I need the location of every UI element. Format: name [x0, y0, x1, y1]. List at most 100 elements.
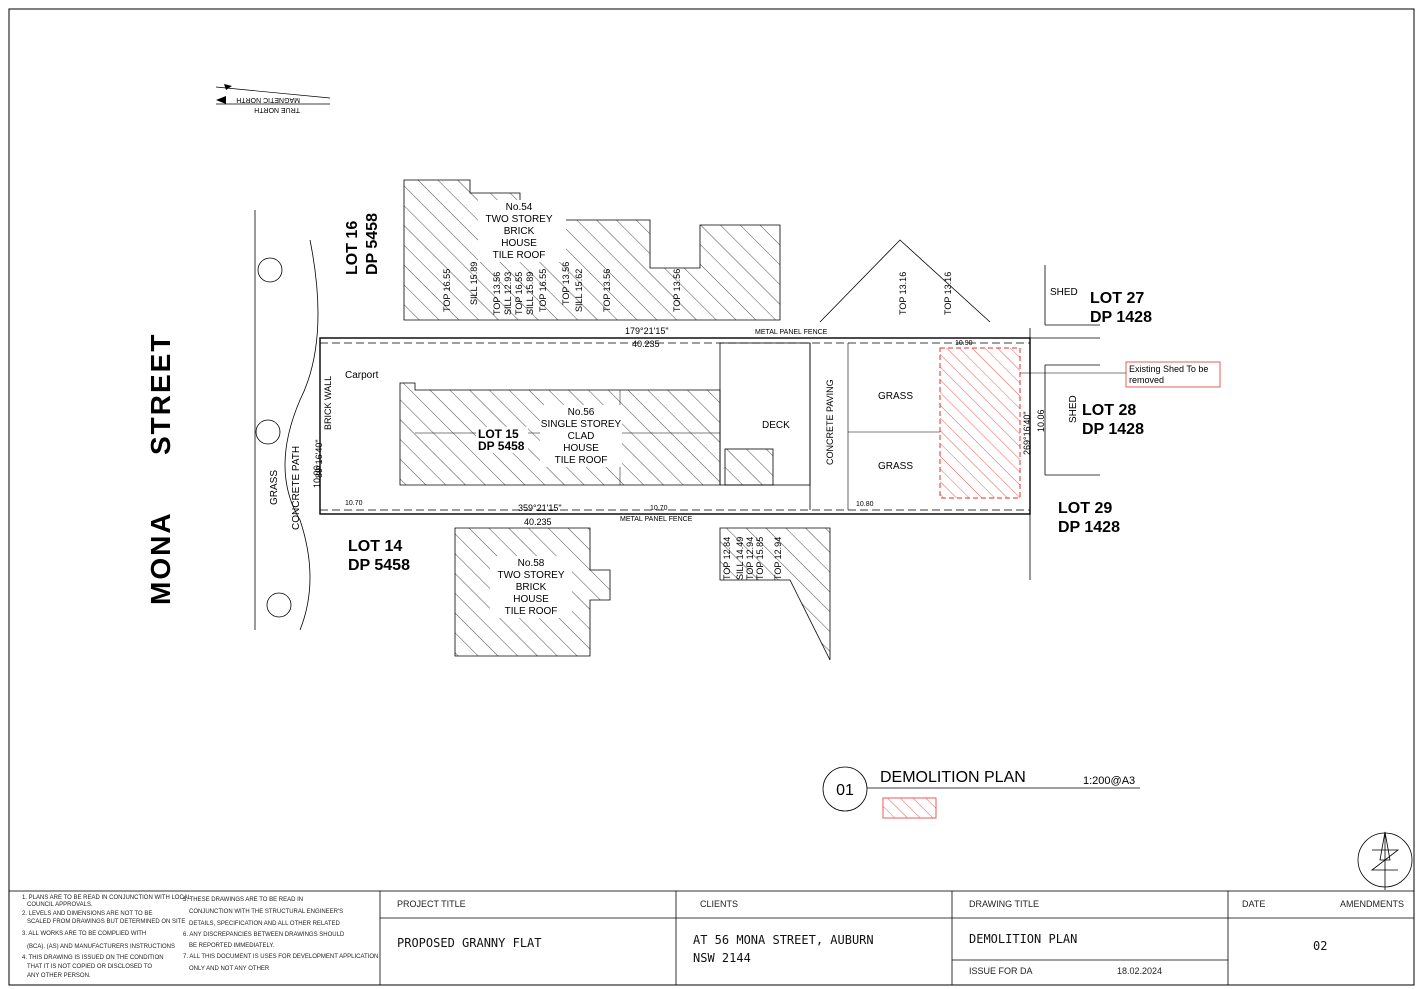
rear-neighbour-outline	[819, 239, 1100, 326]
svg-text:DP 1428: DP 1428	[1058, 519, 1120, 536]
grass-front-label: GRASS	[269, 470, 280, 505]
fence-bottom-label: METAL PANEL FENCE	[620, 516, 693, 523]
demolition-swatch	[882, 797, 937, 819]
deck-label: DECK	[762, 420, 790, 431]
brick-wall-label: BRICK WALL	[323, 376, 333, 430]
svg-text:TOP 15.85: TOP 15.85	[755, 537, 765, 580]
svg-text:TOP 13.56: TOP 13.56	[492, 272, 502, 315]
amendment-number: 02	[1313, 939, 1327, 953]
svg-text:DP 1428: DP 1428	[1082, 421, 1144, 438]
svg-text:DP 5458: DP 5458	[478, 439, 525, 453]
svg-text:TOP 12.84: TOP 12.84	[722, 537, 732, 580]
carport-label: Carport	[345, 370, 379, 381]
lot-28-label: LOT 28 DP 1428	[1082, 402, 1144, 438]
north-arrow-icon: MAGNETIC NORTH TRUE NORTH	[215, 84, 331, 113]
length-bottom: 40.235	[524, 517, 552, 527]
svg-text:LOT 15: LOT 15	[478, 427, 519, 441]
svg-text:No.54: No.54	[506, 202, 533, 213]
offset-4: 10.70	[345, 500, 363, 507]
svg-text:HOUSE: HOUSE	[563, 443, 599, 454]
grass-label-2: GRASS	[878, 461, 913, 472]
svg-text:TOP 16.55: TOP 16.55	[514, 272, 524, 315]
client-line-2: NSW 2144	[693, 951, 751, 965]
svg-text:ONLY AND NOT ANY OTHER: ONLY AND NOT ANY OTHER	[189, 966, 270, 972]
concrete-paving-label: CONCRETE PAVING	[825, 379, 835, 465]
bearing-bottom: 359°21'15"	[518, 503, 562, 513]
svg-text:1. PLANS ARE TO BE READ IN CON: 1. PLANS ARE TO BE READ IN CONJUNCTION W…	[22, 895, 192, 901]
magnetic-north-label: MAGNETIC NORTH	[236, 96, 300, 103]
svg-text:TILE ROOF: TILE ROOF	[505, 606, 558, 617]
svg-text:HOUSE: HOUSE	[501, 238, 537, 249]
true-north-label: TRUE NORTH	[254, 106, 300, 113]
sheet-border	[8, 8, 1415, 986]
clients-label: CLIENTS	[700, 899, 738, 909]
svg-text:6. ANY DISCREPANCIES BETWEEN D: 6. ANY DISCREPANCIES BETWEEN DRAWINGS SH…	[183, 932, 345, 938]
svg-text:(BCA). (AS) AND MANUFACTURERS: (BCA). (AS) AND MANUFACTURERS INSTRUCTIO…	[27, 944, 175, 950]
svg-text:DP 5458: DP 5458	[348, 557, 410, 574]
drawing-number: 01	[836, 782, 854, 799]
svg-text:DP 5458: DP 5458	[364, 213, 381, 275]
svg-text:SILL 15.89: SILL 15.89	[525, 272, 535, 315]
issue-date: 18.02.2024	[1117, 966, 1162, 976]
street-name-bottom: MONA	[145, 511, 176, 605]
house-58-label: No.58 TWO STOREY BRICK HOUSE TILE ROOF	[490, 556, 572, 618]
rear-width: 10.06	[1036, 409, 1046, 432]
street-frontage	[254, 210, 319, 631]
length-top: 40.235	[632, 339, 660, 349]
shed-label-side: SHED	[1068, 395, 1079, 423]
house-54-outline	[403, 179, 781, 321]
svg-text:2. LEVELS AND DIMENSIONS ARE N: 2. LEVELS AND DIMENSIONS ARE NOT TO BE	[22, 911, 152, 917]
grass-label-1: GRASS	[878, 391, 913, 402]
shed-label-top: SHED	[1050, 287, 1078, 298]
issue-label: ISSUE FOR DA	[969, 966, 1033, 976]
svg-text:LOT 27: LOT 27	[1090, 290, 1144, 307]
svg-text:BRICK: BRICK	[504, 226, 535, 237]
lot-14-label: LOT 14 DP 5458	[348, 538, 410, 574]
deck-outline	[719, 342, 811, 486]
svg-text:TILE ROOF: TILE ROOF	[493, 250, 546, 261]
general-notes: 1. PLANS ARE TO BE READ IN CONJUNCTION W…	[22, 895, 378, 979]
drawing-title: DEMOLITION PLAN	[969, 932, 1077, 946]
svg-text:TOP 16.55: TOP 16.55	[442, 269, 452, 312]
drawing-number-bubble	[822, 766, 868, 812]
drawing-title-label: DRAWING TITLE	[969, 899, 1039, 909]
svg-text:CONJUNCTION WITH THE STRUCTURA: CONJUNCTION WITH THE STRUCTURAL ENGINEER…	[189, 909, 343, 915]
svg-text:HOUSE: HOUSE	[513, 594, 549, 605]
svg-text:TWO STOREY: TWO STOREY	[485, 214, 552, 225]
svg-text:TOP 13.56: TOP 13.56	[602, 269, 612, 312]
svg-text:LOT 29: LOT 29	[1058, 500, 1112, 517]
concrete-path-label: CONCRETE PATH	[291, 446, 302, 530]
house-56-label: No.56 SINGLE STOREY CLAD HOUSE TILE ROOF	[540, 405, 622, 467]
amendments-label: AMENDMENTS	[1340, 899, 1404, 909]
callout-line-1: Existing Shed To be	[1129, 364, 1208, 374]
svg-text:LOT 14: LOT 14	[348, 538, 402, 555]
svg-text:TOP 13.56: TOP 13.56	[561, 262, 571, 305]
svg-text:SCALED FROM DRAWINGS BUT DETER: SCALED FROM DRAWINGS BUT DETERMINED ON S…	[27, 919, 185, 925]
compass-icon	[1357, 831, 1413, 890]
callout-line-2: removed	[1129, 375, 1164, 385]
client-line-1: AT 56 MONA STREET, AUBURN	[693, 933, 874, 947]
front-dimension: 10.06	[312, 465, 322, 488]
svg-text:SILL 15.62: SILL 15.62	[574, 269, 584, 312]
svg-text:THAT IT IS NOT COPIED OR DISCL: THAT IT IS NOT COPIED OR DISCLOSED TO	[27, 964, 152, 970]
svg-text:BE REPORTED IMMEDIATELY.: BE REPORTED IMMEDIATELY.	[189, 943, 275, 949]
svg-text:TOP 13.56: TOP 13.56	[672, 269, 682, 312]
offset-1: 10.80	[856, 501, 874, 508]
svg-text:TOP 16.55: TOP 16.55	[538, 269, 548, 312]
rear-bearing: 269°16'40"	[1022, 411, 1032, 455]
drawing-legend: 01 DEMOLITION PLAN 1:200@A3	[822, 766, 1140, 819]
svg-text:TWO STOREY: TWO STOREY	[497, 570, 564, 581]
legend-scale: 1:200@A3	[1083, 775, 1135, 787]
svg-text:5. THESE DRAWINGS ARE TO BE RE: 5. THESE DRAWINGS ARE TO BE READ IN	[183, 897, 303, 903]
svg-text:TILE ROOF: TILE ROOF	[555, 455, 608, 466]
svg-text:SILL 14.49: SILL 14.49	[735, 537, 745, 580]
house-54-levels: TOP 16.55 SILL 15.89 TOP 13.56 SILL 12.9…	[442, 262, 682, 315]
legend-title: DEMOLITION PLAN	[880, 769, 1026, 786]
svg-text:7. ALL THIS DOCUMENT IS USES F: 7. ALL THIS DOCUMENT IS USES FOR DEVELOP…	[183, 954, 378, 960]
svg-text:No.56: No.56	[568, 407, 595, 418]
svg-text:SINGLE STOREY: SINGLE STOREY	[541, 419, 622, 430]
rear-level-2: TOP 13.16	[943, 272, 953, 315]
house-54-label: No.54 TWO STOREY BRICK HOUSE TILE ROOF	[478, 200, 566, 262]
house-58-levels: TOP 12.84 SILL 14.49 TOP 12.94 TOP 15.85…	[722, 537, 783, 580]
